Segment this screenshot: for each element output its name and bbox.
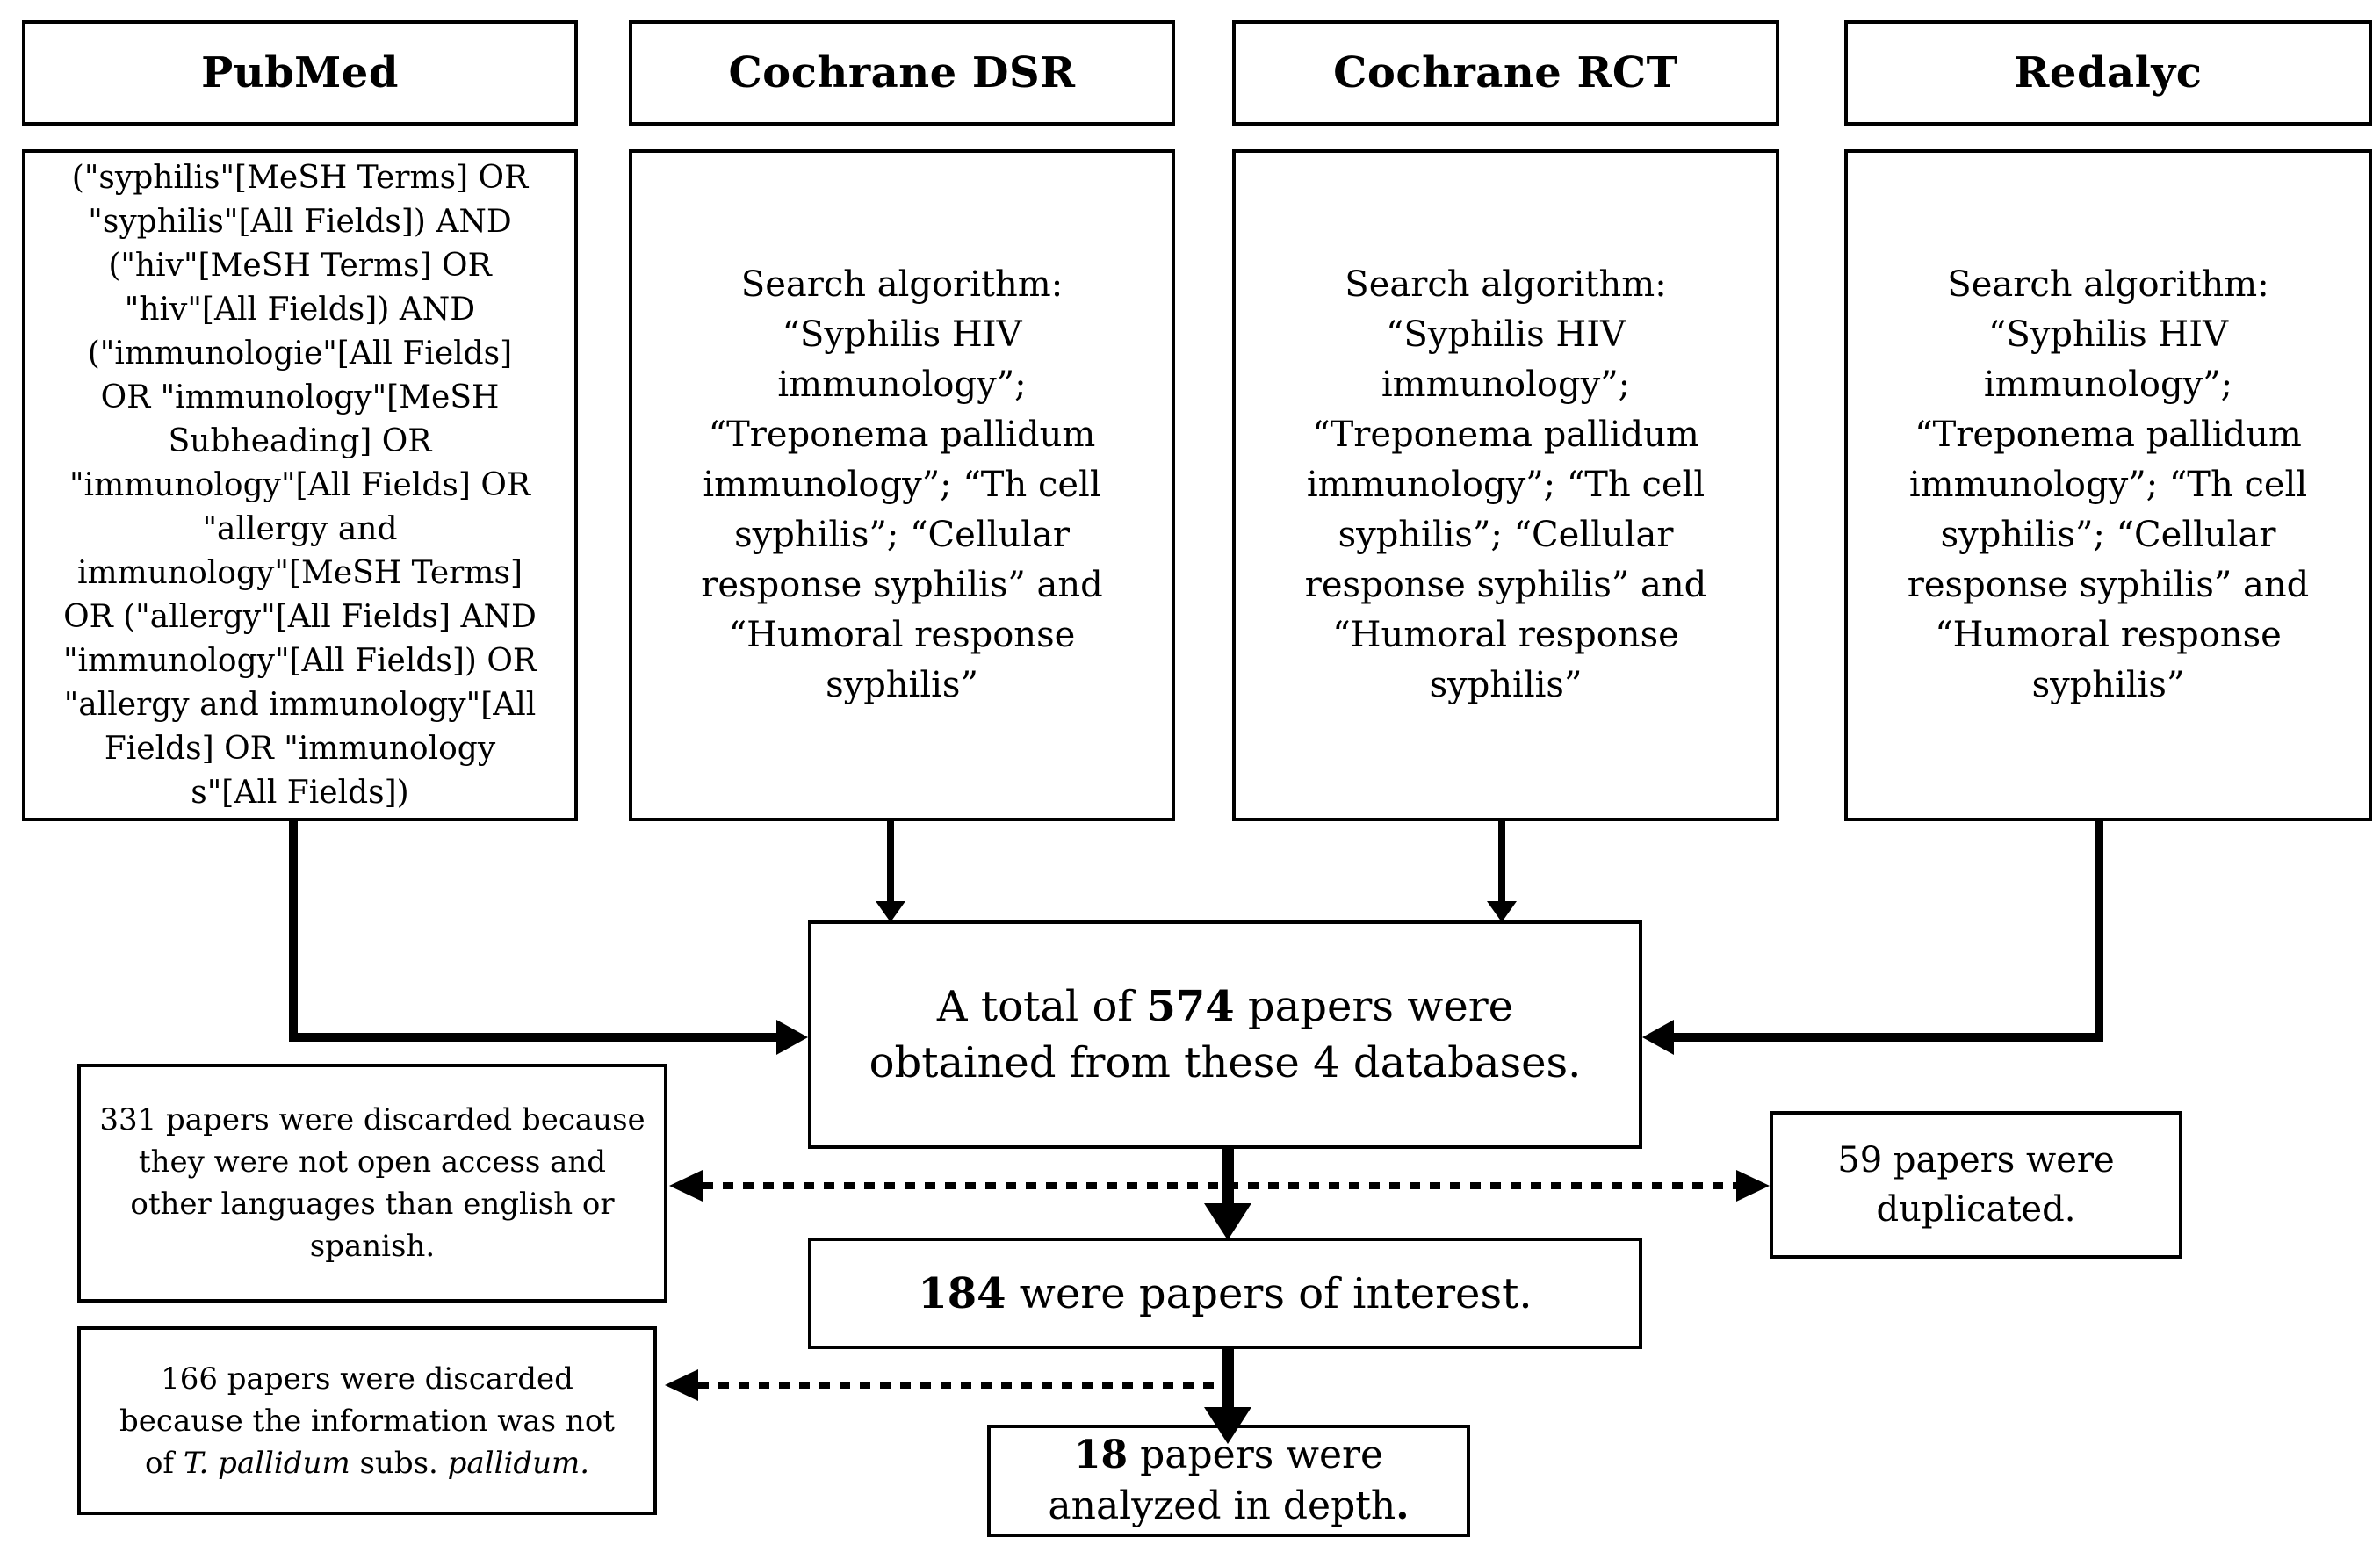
- dashed-line-discard-duplicate: [703, 1182, 1736, 1189]
- discarded-166-italic-b: pallidum.: [447, 1445, 590, 1481]
- analyzed-in-depth-text: 18 papers were analyzed in depth.: [1048, 1430, 1409, 1532]
- arrow-redalyc-to-total-vline: [2095, 821, 2103, 1042]
- arrow-pubmed-to-total-hline: [289, 1033, 776, 1042]
- discarded-166-box: 166 papers were discarded because the in…: [77, 1326, 657, 1515]
- cochrane-rct-query-text: Search algorithm: “Syphilis HIV immunolo…: [1304, 264, 1707, 705]
- duplicated-59-text: 59 papers were duplicated.: [1837, 1140, 2115, 1230]
- dashed-arrow-discard-166-head-icon: [665, 1369, 698, 1401]
- cochrane-dsr-title: Cochrane DSR: [728, 48, 1076, 97]
- arrow-cochrane-rct-to-total-vline: [1498, 821, 1505, 903]
- arrow-redalyc-to-total-head-icon: [1642, 1020, 1674, 1055]
- redalyc-query-box: Search algorithm: “Syphilis HIV immunolo…: [1844, 149, 2372, 821]
- pubmed-query-text: ("syphilis"[MeSH Terms] OR "syphilis"[Al…: [62, 159, 537, 811]
- arrow-total-to-interest-vline: [1222, 1149, 1234, 1210]
- pubmed-title: PubMed: [201, 48, 399, 97]
- cochrane-rct-query-box: Search algorithm: “Syphilis HIV immunolo…: [1232, 149, 1779, 821]
- arrow-pubmed-to-total-vline: [289, 821, 298, 1042]
- discarded-166-mid: subs.: [350, 1445, 448, 1481]
- discarded-331-text: 331 papers were discarded because they w…: [99, 1102, 645, 1264]
- total-prefix: A total of: [936, 982, 1147, 1031]
- discarded-331-box: 331 papers were discarded because they w…: [77, 1064, 667, 1303]
- cochrane-rct-header-box: Cochrane RCT: [1232, 20, 1779, 126]
- depth-line2-text: analyzed in depth: [1048, 1483, 1396, 1528]
- duplicated-59-box: 59 papers were duplicated.: [1770, 1111, 2182, 1259]
- arrow-redalyc-to-total-hline: [1674, 1033, 2103, 1042]
- redalyc-header-box: Redalyc: [1844, 20, 2372, 126]
- interest-suffix: were papers of interest.: [1006, 1268, 1533, 1318]
- arrow-interest-to-depth-vline: [1222, 1349, 1234, 1409]
- total-suffix: papers were: [1234, 982, 1514, 1031]
- depth-suffix: papers were: [1128, 1433, 1384, 1477]
- total-line-1: A total of 574 papers were: [869, 978, 1582, 1035]
- arrow-interest-to-depth-head-icon: [1204, 1407, 1251, 1444]
- total-papers-box: A total of 574 papers were obtained from…: [808, 920, 1642, 1149]
- arrow-pubmed-to-total-head-icon: [776, 1020, 808, 1055]
- dashed-arrow-duplicated-59-head-icon: [1736, 1170, 1770, 1202]
- papers-of-interest-text: 184 were papers of interest.: [918, 1267, 1532, 1320]
- total-line-2: obtained from these 4 databases.: [869, 1038, 1582, 1087]
- arrow-cochrane-dsr-to-total-vline: [887, 821, 894, 903]
- arrow-cochrane-rct-to-total-head-icon: [1487, 901, 1517, 922]
- depth-period: .: [1396, 1483, 1410, 1528]
- dashed-line-discard-166: [698, 1382, 1216, 1389]
- discarded-166-italic-a: T. pallidum: [183, 1445, 350, 1481]
- cochrane-dsr-query-text: Search algorithm: “Syphilis HIV immunolo…: [701, 264, 1103, 705]
- cochrane-dsr-query-box: Search algorithm: “Syphilis HIV immunolo…: [629, 149, 1175, 821]
- total-papers-text: A total of 574 papers were obtained from…: [869, 978, 1582, 1091]
- depth-count: 18: [1073, 1433, 1129, 1477]
- cochrane-dsr-header-box: Cochrane DSR: [629, 20, 1175, 126]
- discarded-166-text: 166 papers were discarded because the in…: [104, 1358, 631, 1484]
- total-count: 574: [1146, 982, 1235, 1031]
- arrow-total-to-interest-head-icon: [1204, 1203, 1251, 1240]
- redalyc-query-text: Search algorithm: “Syphilis HIV immunolo…: [1907, 264, 2310, 705]
- discarded-166-before: 166 papers were discarded because the in…: [119, 1361, 615, 1481]
- depth-line-1: 18 papers were: [1048, 1430, 1409, 1481]
- papers-of-interest-box: 184 were papers of interest.: [808, 1238, 1642, 1349]
- arrow-cochrane-dsr-to-total-head-icon: [876, 901, 905, 922]
- cochrane-rct-title: Cochrane RCT: [1333, 48, 1678, 97]
- depth-line-2: analyzed in depth.: [1048, 1481, 1409, 1532]
- interest-count: 184: [918, 1268, 1006, 1318]
- pubmed-header-box: PubMed: [22, 20, 578, 126]
- redalyc-title: Redalyc: [2014, 48, 2203, 97]
- dashed-arrow-discard-331-head-icon: [669, 1170, 703, 1202]
- pubmed-query-box: ("syphilis"[MeSH Terms] OR "syphilis"[Al…: [22, 149, 578, 821]
